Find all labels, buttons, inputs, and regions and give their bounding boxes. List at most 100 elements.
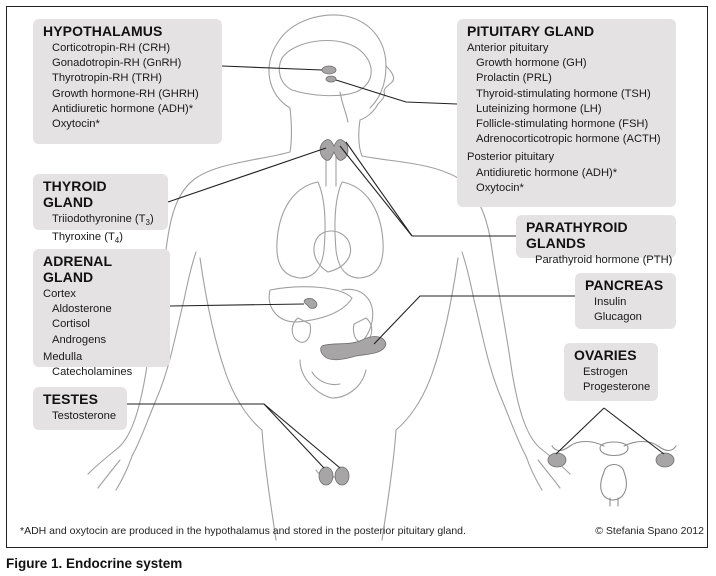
ovary-right [655,452,675,468]
hand-right [525,447,571,491]
pancreas-gland [320,336,387,361]
leader-ovaries-a [555,407,605,455]
hypothalamus-item: Gonadotropin-RH (GnRH) [52,57,182,70]
thyroid-item-subscript: 4 [114,236,120,246]
testes-title: TESTES [43,391,99,407]
parathyroid-title: PARATHYROID GLANDS [526,219,628,251]
hips-right [381,429,397,541]
leader-parathyroid-c [345,141,413,237]
figure-caption: Figure 1. Endocrine system [6,556,183,571]
neck-right [358,119,363,157]
hypothalamus-title: HYPOTHALAMUS [43,23,163,39]
pituitary-item: Luteinizing hormone (LH) [476,102,602,115]
leader-parathyroid-b [339,145,413,237]
pituitary-item: Follicle-stimulating hormone (FSH) [476,118,649,131]
torso-right [361,155,541,449]
leader-testes [127,403,325,469]
testis-right [334,466,350,486]
face-outline [359,65,395,121]
pancreas-box: PANCREAS Insulin Glucagon [575,273,676,329]
thyroid-box: THYROID GLAND Triiodothyronine (T3) Thyr… [33,174,168,246]
cortex-label: Cortex [43,288,76,300]
leader-testes-b [263,403,341,469]
hypothalamus-item: Thyrotropin-RH (TRH) [52,72,163,85]
thyroid-item-end: ) [149,213,154,225]
uterus [600,463,627,501]
adrenal-item: Cortisol [52,318,90,331]
hypothalamus-item: Growth hormone-RH (GHRH) [52,87,199,100]
pancreas-title: PANCREAS [585,277,664,293]
copyright: © Stefania Spano 2012 [595,525,704,537]
pituitary-gland [325,75,337,83]
adrenal-title: ADRENAL GLAND [43,253,112,285]
uterus-top [599,441,629,457]
pituitary-item: Antidiuretic hormone (ADH)* [476,166,618,179]
ovaries-box: OVARIES Estrogen Progesterone [564,343,658,401]
parathyroid-item: Parathyroid hormone (PTH) [535,254,673,266]
leader-pituitary [335,79,458,105]
leader-hypothalamus [221,65,323,71]
thyroid-title: THYROID GLAND [43,178,107,210]
arm-inner-right [461,251,527,457]
adrenal-item: Androgens [52,333,107,346]
adrenal-gland [303,297,318,309]
neck-left [289,107,293,153]
hypothalamus-box: HYPOTHALAMUS Corticotropin-RH (CRH) Gona… [33,19,222,144]
pituitary-item: Prolactin (PRL) [476,72,552,85]
side-left [199,257,263,431]
fallopian-tube-right [623,440,677,452]
fallopian-tube-left [551,440,605,452]
arm-inner-left [131,251,197,457]
leader-ovaries-b [603,407,665,455]
leader-adrenal [169,303,305,307]
testes-box: TESTES Testosterone [33,387,127,430]
thyroid-gland [319,139,349,161]
pituitary-item: Thyroid-stimulating hormone (TSH) [476,87,651,100]
hypothalamus-gland [321,65,337,75]
hand-left [87,447,133,491]
parathyroid-box: PARATHYROID GLANDS Parathyroid hormone (… [516,215,676,266]
pituitary-item: Adrenocorticotropic hormone (ACTH) [476,133,661,146]
lung-right [334,181,384,279]
leader-pancreas [373,295,575,345]
cervix [609,497,619,507]
hypothalamus-item: Antidiuretic hormone (ADH)* [52,102,194,115]
medulla-label: Medulla [43,350,83,363]
pancreas-item: Glucagon [594,311,642,324]
hypothalamus-item: Corticotropin-RH (CRH) [52,42,171,54]
thyroid-item-text: Triiodothyronine (T [52,213,146,225]
pituitary-box: PITUITARY GLAND Anterior pituitary Growt… [457,19,676,207]
footnote: *ADH and oxytocin are produced in the hy… [20,525,466,537]
pituitary-item: Growth hormone (GH) [476,57,587,70]
testes-item: Testosterone [52,410,117,422]
pancreas-item: Insulin [594,296,627,308]
brainstem [339,91,349,123]
kidney-left [291,317,312,343]
thyroid-item-subscript: 3 [145,218,150,228]
brain-outline [278,40,372,97]
thyroid-item: Thyroxine (T4) [43,230,160,248]
thyroid-item-end: ) [119,231,123,244]
heart [313,230,352,273]
adrenal-box: ADRENAL GLAND Cortex Aldosterone Cortiso… [33,249,170,378]
thyroid-item-text: Thyroxine (T [52,231,115,244]
pituitary-title: PITUITARY GLAND [467,23,595,39]
thyroid-item: Triiodothyronine (T3) [43,212,160,230]
adrenal-item: Aldosterone [52,303,112,316]
testis-left [318,466,334,486]
hips-left [261,429,277,541]
ovaries-item: Progesterone [583,381,651,394]
adrenal-item: Catecholamines [52,366,133,379]
pituitary-item: Oxytocin* [476,181,524,194]
lung-left [276,181,326,279]
ovary-left [547,452,567,468]
ovaries-title: OVARIES [574,347,637,363]
hypothalamus-item: Oxytocin* [52,118,100,131]
posterior-pituitary-label: Posterior pituitary [467,151,555,164]
leader-thyroid [167,147,327,203]
liver [268,286,353,323]
side-right [395,257,459,431]
intestines [299,359,367,399]
anterior-pituitary-label: Anterior pituitary [467,42,549,54]
